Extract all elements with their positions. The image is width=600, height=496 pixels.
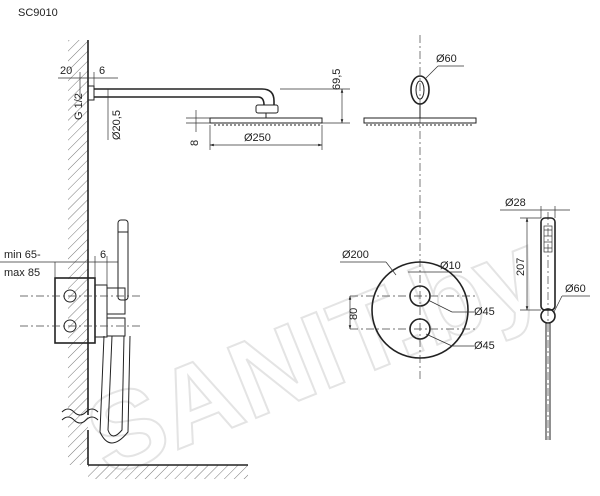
floor-hatch <box>88 465 248 479</box>
shower-head-side <box>87 85 323 126</box>
dim-cover-gap: 6 <box>100 249 106 261</box>
dim-plate-diameter: Ø200 <box>342 249 369 261</box>
dim-thread: G 1/2 <box>73 93 85 120</box>
arm-dimensions: 20 6 G 1/2 Ø20,5 8 Ø250 69,5 <box>58 65 350 150</box>
shower-head-front: Ø60 <box>363 53 477 126</box>
dim-head-diameter: Ø250 <box>244 132 271 144</box>
break-line <box>61 408 99 424</box>
cover-plate <box>371 261 469 359</box>
mixer-front: Ø200 Ø10 Ø45 Ø45 80 <box>340 249 495 359</box>
dim-knob-bottom: Ø45 <box>474 340 495 352</box>
wall-hatch <box>68 40 88 465</box>
dim-knob-spacing: 80 <box>348 308 360 320</box>
dim-knob-gap: Ø10 <box>440 260 461 272</box>
mixer-side <box>20 219 140 444</box>
dim-depth-max: max 85 <box>4 267 40 279</box>
dim-knob-top: Ø45 <box>474 306 495 318</box>
dim-drop-height: 69,5 <box>331 69 343 90</box>
dim-hand-length: 207 <box>515 258 527 276</box>
dim-arm-gap: 6 <box>99 65 105 77</box>
dim-hand-diameter: Ø28 <box>505 197 526 209</box>
dim-wall-offset: 20 <box>60 65 72 77</box>
dim-arm-diameter: Ø20,5 <box>111 110 123 140</box>
dim-flange-diameter: Ø60 <box>436 53 457 65</box>
dim-head-thickness: 8 <box>189 140 201 146</box>
mixer-depth-dimensions: min 65- max 85 6 <box>0 249 118 285</box>
dim-depth-min: min 65- <box>4 249 41 261</box>
drawing-title: SC9010 <box>18 7 58 19</box>
hand-shower-front: Ø28 207 Ø60 <box>500 197 590 440</box>
hand-shower <box>540 217 556 311</box>
wall-side-view <box>61 40 248 479</box>
dim-holder-diameter: Ø60 <box>565 283 586 295</box>
holder <box>540 308 556 324</box>
